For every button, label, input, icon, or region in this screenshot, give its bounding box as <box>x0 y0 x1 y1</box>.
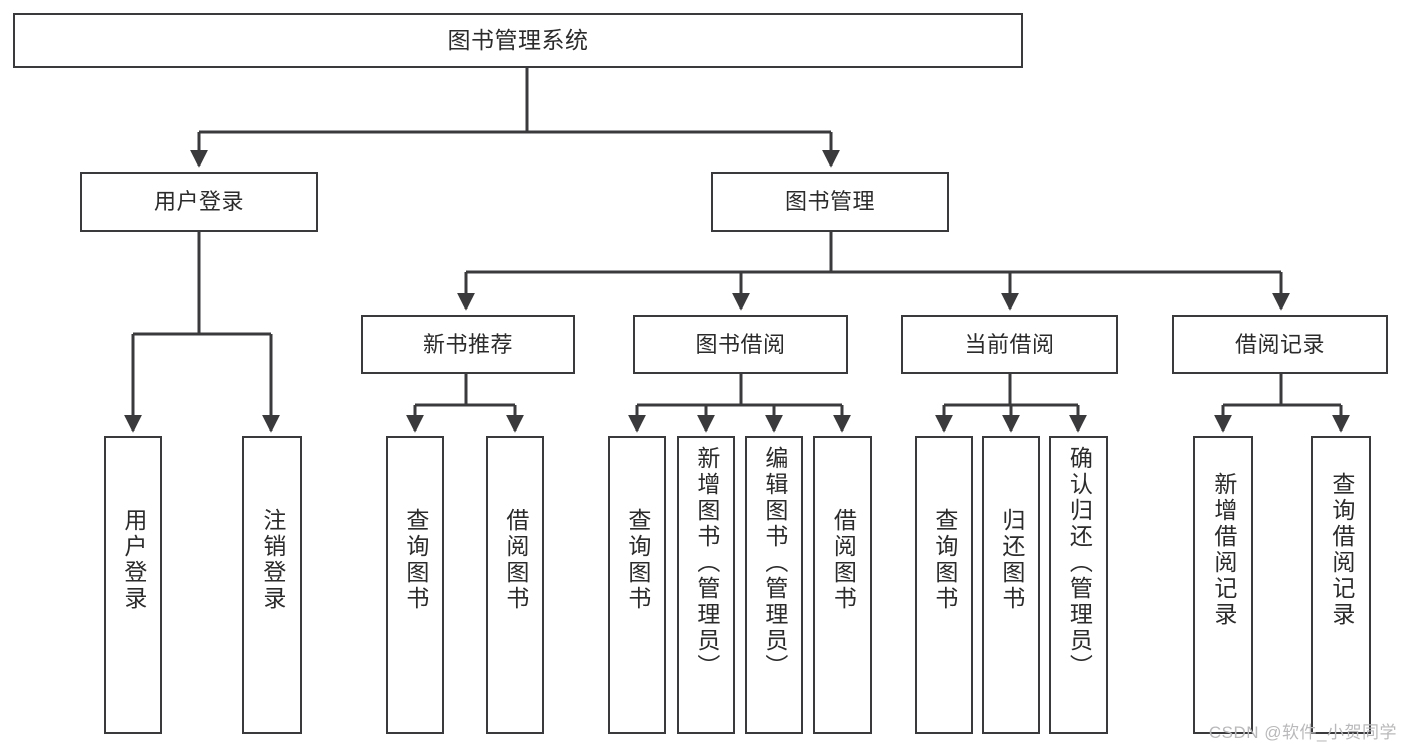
leaf-newbook-query-book[interactable]: 查询图书 <box>386 436 444 734</box>
node-label: 图书管理系统 <box>447 27 589 54</box>
node-label: 借阅记录 <box>1234 331 1325 357</box>
leaf-currentborrow-confirm-return[interactable]: 确认归还（管理员） <box>1049 436 1108 734</box>
node-book-borrow[interactable]: 图书借阅 <box>633 315 848 374</box>
node-label: 新书推荐 <box>422 331 513 357</box>
csdn-watermark: CSDN @软件_小贺同学 <box>1208 723 1397 742</box>
node-label: 查询图书 <box>402 508 429 612</box>
leaf-bookborrow-query-book[interactable]: 查询图书 <box>608 436 666 734</box>
node-borrow-record[interactable]: 借阅记录 <box>1172 315 1388 374</box>
node-root-system[interactable]: 图书管理系统 <box>13 13 1023 68</box>
node-new-book-recommend[interactable]: 新书推荐 <box>361 315 575 374</box>
node-user-login[interactable]: 用户登录 <box>80 172 318 232</box>
node-label: 新增图书（管理员） <box>693 446 720 680</box>
leaf-borrowrecord-query-record[interactable]: 查询借阅记录 <box>1311 436 1371 734</box>
node-label: 编辑图书（管理员） <box>761 446 788 680</box>
node-current-borrow[interactable]: 当前借阅 <box>901 315 1118 374</box>
node-label: 用户登录 <box>153 189 244 215</box>
leaf-borrowrecord-add-record[interactable]: 新增借阅记录 <box>1193 436 1253 734</box>
node-book-management[interactable]: 图书管理 <box>711 172 949 232</box>
leaf-user-login[interactable]: 用户登录 <box>104 436 162 734</box>
leaf-newbook-borrow-book[interactable]: 借阅图书 <box>486 436 544 734</box>
node-label: 注销登录 <box>259 508 286 612</box>
node-label: 查询借阅记录 <box>1328 472 1355 628</box>
node-label: 图书管理 <box>784 189 875 215</box>
node-label: 归还图书 <box>998 508 1025 612</box>
node-label: 用户登录 <box>120 508 147 612</box>
leaf-bookborrow-edit-book[interactable]: 编辑图书（管理员） <box>745 436 803 734</box>
node-label: 借阅图书 <box>830 508 857 612</box>
node-label: 新增借阅记录 <box>1210 472 1237 628</box>
leaf-bookborrow-borrow-book[interactable]: 借阅图书 <box>813 436 872 734</box>
node-label: 图书借阅 <box>695 331 786 357</box>
leaf-logout[interactable]: 注销登录 <box>242 436 302 734</box>
leaf-currentborrow-query-book[interactable]: 查询图书 <box>915 436 973 734</box>
node-label: 当前借阅 <box>964 331 1055 357</box>
node-label: 确认归还（管理员） <box>1066 446 1093 680</box>
node-label: 查询图书 <box>931 508 958 612</box>
leaf-currentborrow-return-book[interactable]: 归还图书 <box>982 436 1040 734</box>
node-label: 查询图书 <box>624 508 651 612</box>
leaf-bookborrow-add-book[interactable]: 新增图书（管理员） <box>677 436 735 734</box>
node-label: 借阅图书 <box>502 508 529 612</box>
